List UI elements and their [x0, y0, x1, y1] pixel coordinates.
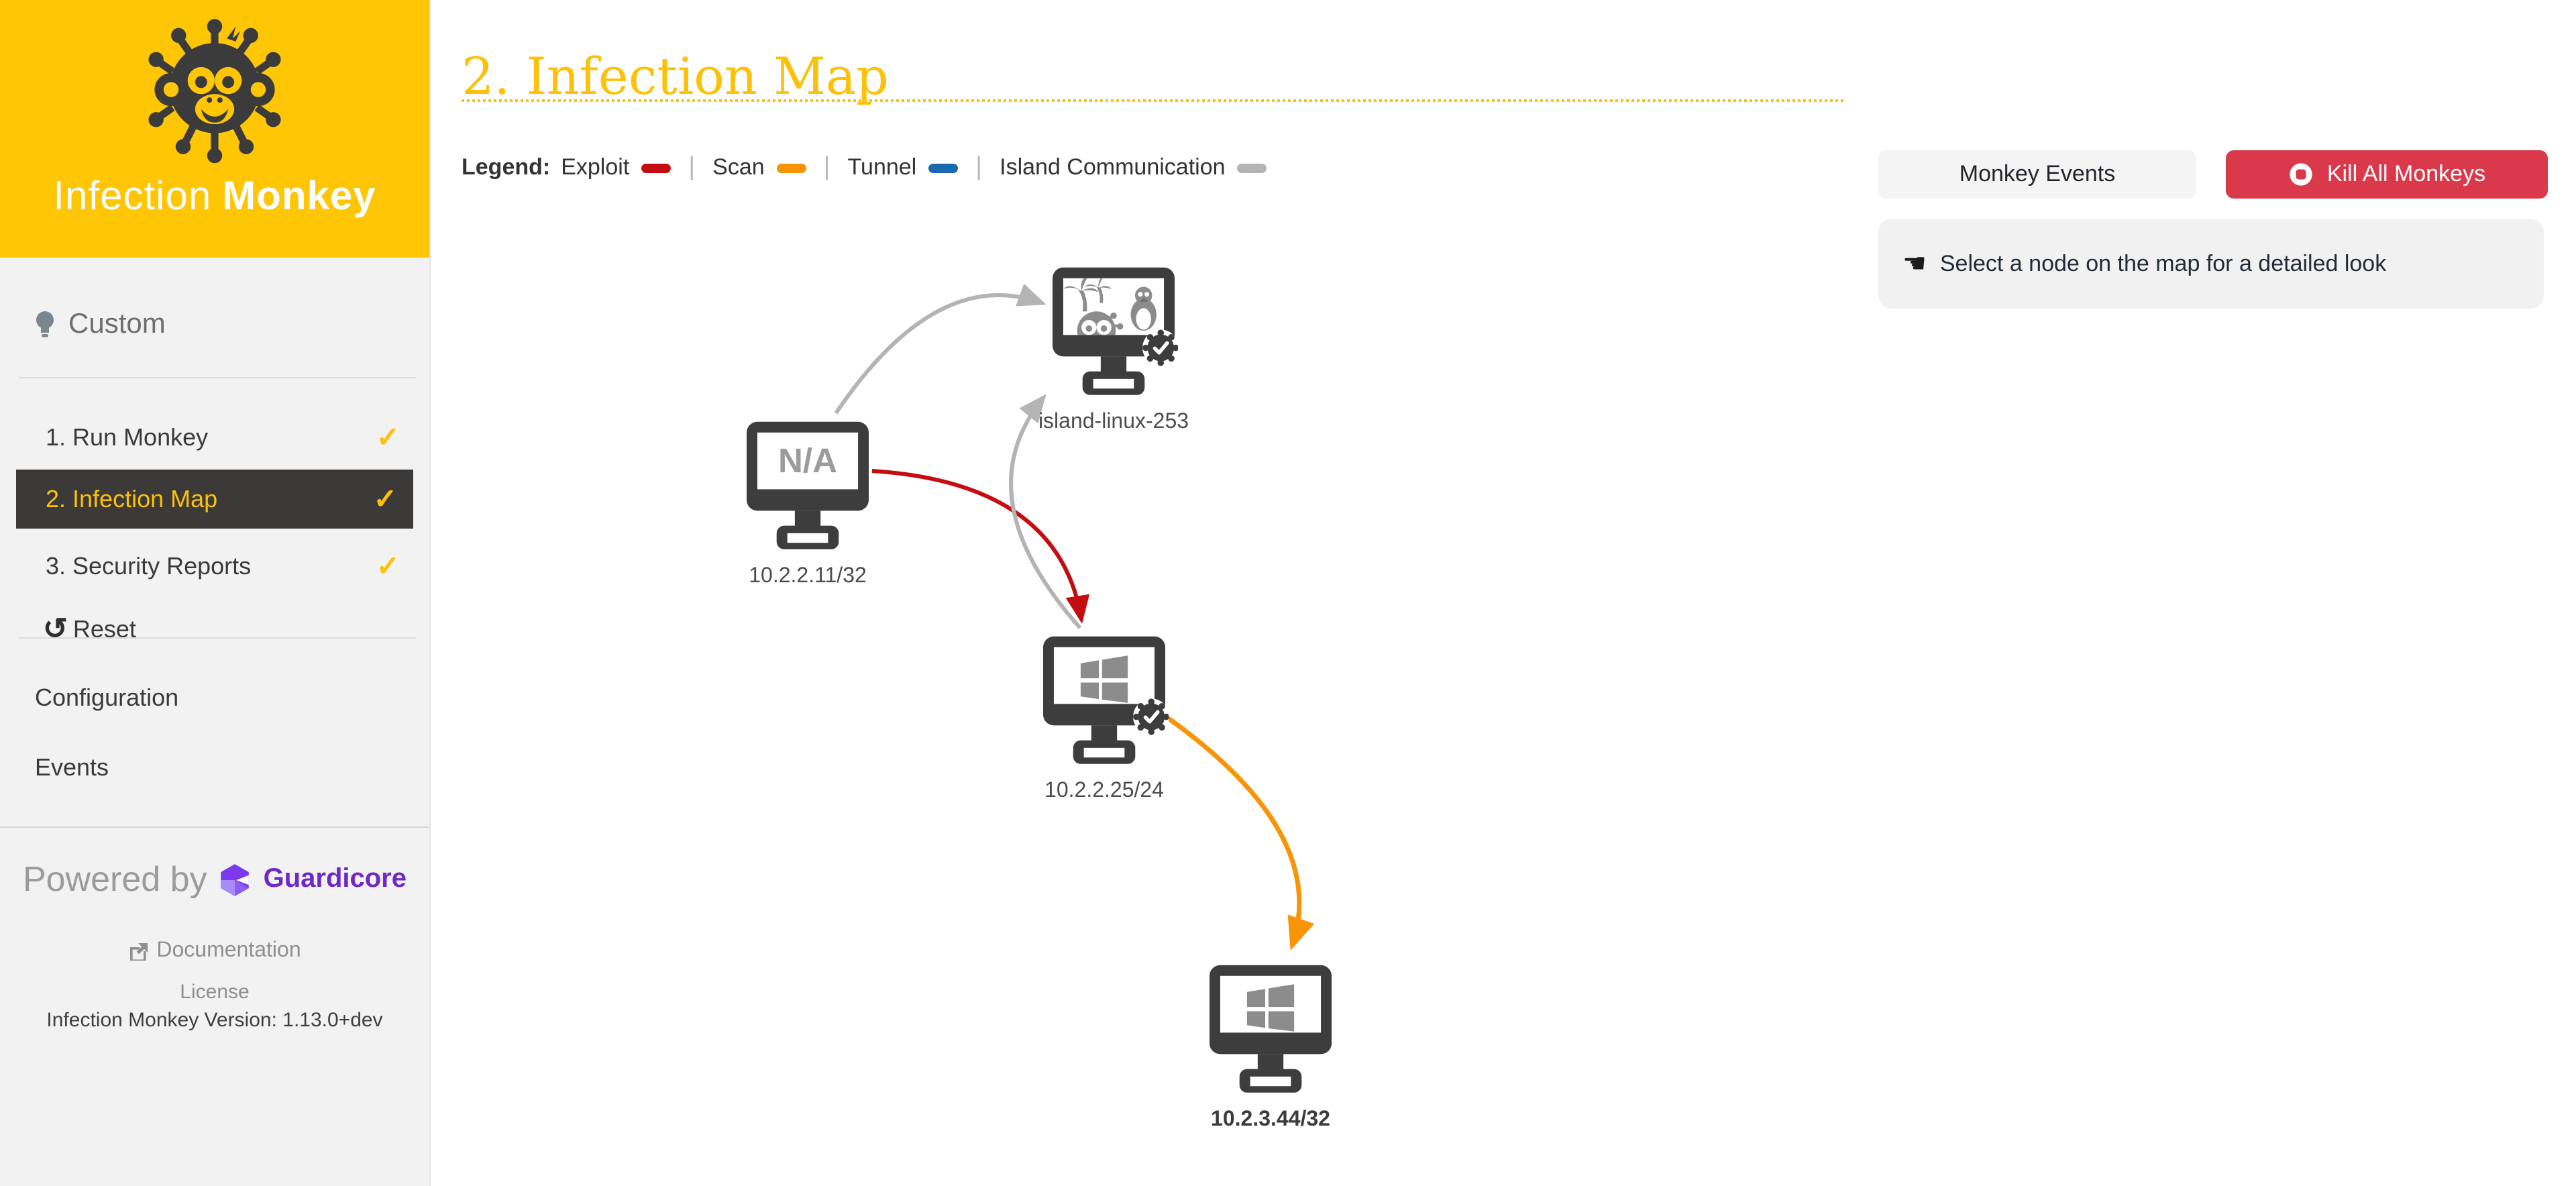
legend-separator: | — [975, 153, 983, 181]
sidebar-item-run-monkey[interactable]: 1. Run Monkey ✓ — [0, 407, 429, 468]
guardicore-label[interactable]: Guardicore — [263, 864, 407, 894]
map-node-na[interactable]: N/A 10.2.2.11/32 — [700, 419, 915, 589]
monkey-events-button[interactable]: Monkey Events — [1878, 150, 2196, 199]
sidebar-divider — [0, 826, 429, 828]
license-label: License — [180, 981, 250, 1004]
map-actions: Monkey Events Kill All Monkeys — [1878, 150, 2548, 199]
sidebar-item-infection-map[interactable]: 2. Infection Map ✓ — [16, 470, 413, 529]
details-placeholder-text: Select a node on the map for a detailed … — [1939, 250, 2387, 276]
nav-label: 2. Infection Map — [46, 485, 218, 512]
legend-label: Legend: — [462, 154, 551, 180]
powered-by-label: Powered by — [22, 859, 207, 899]
documentation-link[interactable]: Documentation — [0, 939, 429, 963]
legend-item-scan: Scan — [712, 154, 765, 180]
brand-title-second: Monkey — [222, 174, 376, 219]
tunnel-color-swatch — [928, 163, 959, 172]
version-text: Infection Monkey Version: 1.13.0+dev — [46, 1009, 383, 1032]
windows-monitor-icon — [1209, 965, 1332, 1093]
lightbulb-icon — [36, 311, 54, 337]
run-section-header: Custom — [35, 301, 166, 349]
main-content: 2. Infection Map Legend: Exploit | Scan … — [429, 0, 2576, 1186]
sidebar-item-events[interactable]: Events — [35, 741, 109, 794]
island-communication-color-swatch — [1237, 163, 1267, 172]
infected-badge-icon — [1142, 329, 1179, 366]
nav-label: 1. Run Monkey — [46, 423, 209, 450]
node-details-panel: ☚ Select a node on the map for a detaile… — [1878, 219, 2544, 309]
unknown-monitor-icon: N/A — [746, 421, 869, 549]
reset-icon: ↺ — [43, 612, 68, 645]
check-icon: ✓ — [376, 551, 400, 582]
legend-separator: | — [688, 153, 696, 181]
monkey-events-label: Monkey Events — [1959, 161, 2116, 186]
stop-circle-icon — [2290, 163, 2313, 186]
node-label: 10.2.2.11/32 — [749, 565, 867, 588]
configuration-label: Configuration — [35, 684, 179, 710]
reset-label: Reset — [72, 615, 136, 642]
map-legend: Legend: Exploit | Scan | Tunnel | Island… — [462, 152, 1267, 184]
exploit-color-swatch — [641, 163, 672, 172]
kill-all-label: Kill All Monkeys — [2326, 161, 2486, 186]
map-node-windows-25[interactable]: 10.2.2.25/24 — [997, 633, 1212, 804]
nav-label: 3. Security Reports — [46, 552, 252, 579]
monkey-logo-icon — [148, 19, 281, 164]
scan-color-swatch — [776, 163, 806, 172]
legend-separator: | — [823, 153, 830, 181]
page-title: 2. Infection Map — [462, 47, 889, 107]
infected-badge-icon — [1133, 698, 1170, 735]
external-link-icon — [129, 942, 148, 960]
section-label: Custom — [68, 309, 166, 339]
license-link[interactable]: License — [0, 981, 429, 1004]
legend-item-island-communication: Island Communication — [1000, 154, 1226, 180]
powered-by-row: Powered by Guardicore — [0, 859, 429, 900]
windows-monitor-icon — [1042, 636, 1170, 764]
node-screen-text: N/A — [778, 441, 837, 480]
windows-logo-icon — [1246, 984, 1295, 1032]
sidebar-item-configuration[interactable]: Configuration — [35, 671, 178, 724]
check-icon: ✓ — [376, 422, 400, 453]
windows-logo-icon — [1080, 655, 1128, 703]
brand-title-first: Infection — [53, 174, 212, 219]
node-label: 10.2.3.44/32 — [1211, 1108, 1330, 1131]
guardicore-logo-icon[interactable] — [218, 862, 253, 897]
sidebar-divider — [19, 377, 416, 378]
documentation-label: Documentation — [156, 939, 301, 962]
sidebar-item-reset[interactable]: ↺ Reset — [0, 598, 429, 660]
events-label: Events — [35, 753, 109, 780]
legend-item-exploit: Exploit — [561, 154, 630, 180]
hand-pointer-icon: ☚ — [1902, 249, 1927, 278]
node-label: island-linux-253 — [1038, 411, 1189, 433]
island-linux-monitor-icon — [1052, 267, 1179, 395]
sidebar-item-security-reports[interactable]: 3. Security Reports ✓ — [0, 535, 429, 597]
map-node-windows-44[interactable]: 10.2.3.44/32 — [1163, 962, 1378, 1132]
legend-item-tunnel: Tunnel — [847, 154, 917, 180]
kill-all-monkeys-button[interactable]: Kill All Monkeys — [2226, 150, 2548, 199]
map-node-island[interactable]: island-linux-253 — [1006, 264, 1221, 435]
check-icon: ✓ — [373, 484, 397, 515]
title-divider — [462, 99, 1843, 102]
sidebar-divider — [19, 637, 416, 639]
node-label: 10.2.2.25/24 — [1044, 779, 1164, 802]
